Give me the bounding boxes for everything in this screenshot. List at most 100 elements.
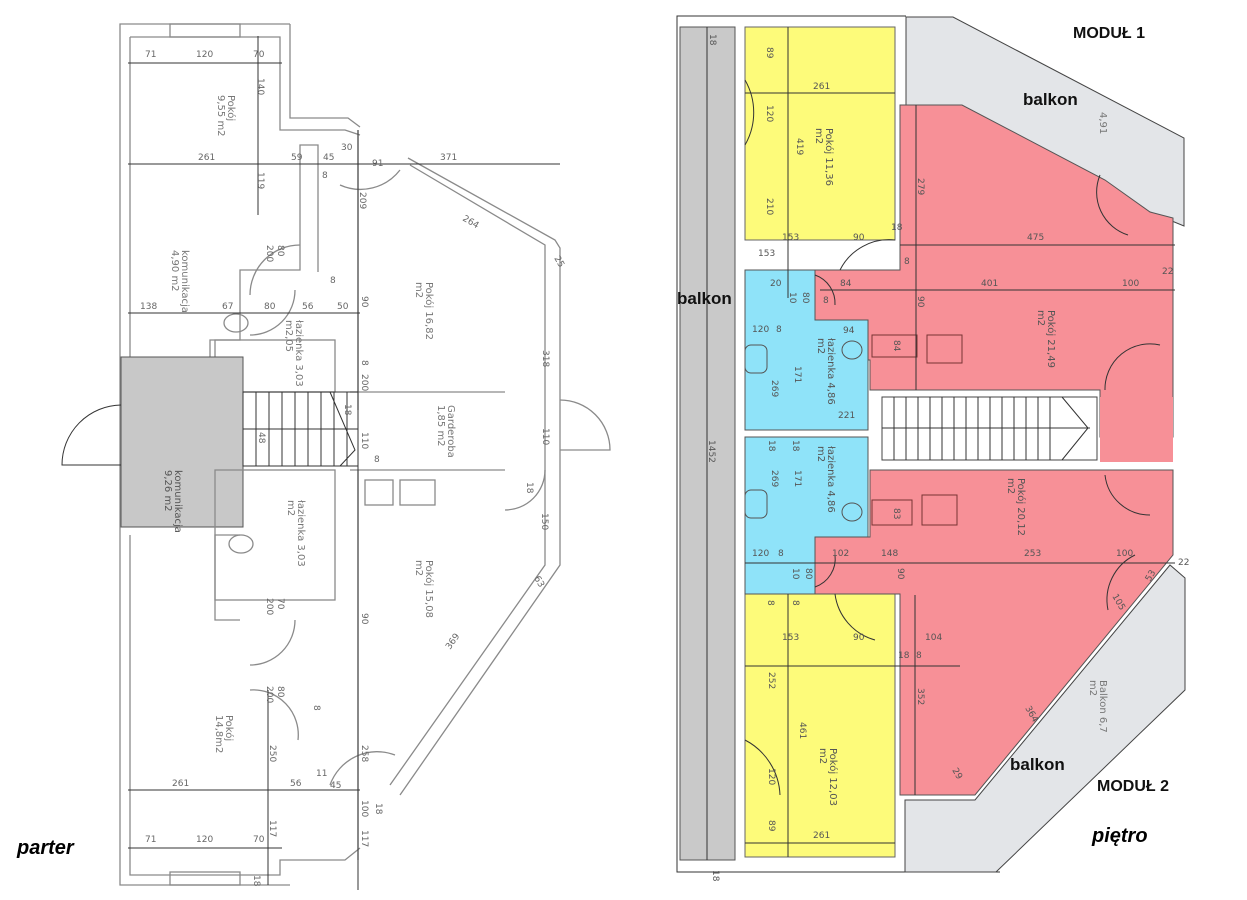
dimension-label: 8 bbox=[790, 600, 800, 606]
dimension-label: 8 bbox=[330, 276, 336, 286]
svg-text:Garderoba: Garderoba bbox=[445, 405, 456, 458]
dimension-label: 89 bbox=[766, 820, 776, 832]
entrance-door bbox=[61, 404, 122, 466]
dimension-label: 120 bbox=[196, 835, 213, 845]
dimension-label: 90 bbox=[915, 296, 925, 308]
dimension-label: 18 bbox=[710, 870, 720, 882]
wall bbox=[407, 157, 561, 470]
dimension-label: 18 bbox=[251, 875, 261, 887]
dimension-label: 70 bbox=[253, 50, 265, 60]
door-arc bbox=[504, 469, 546, 511]
wall bbox=[389, 470, 546, 786]
pietro-outer-wall bbox=[676, 15, 1000, 873]
wall bbox=[409, 164, 546, 470]
svg-text:Balkon 6,7: Balkon 6,7 bbox=[1097, 680, 1108, 733]
dimension-label: 8 bbox=[311, 705, 321, 711]
dimension-label: 252 bbox=[766, 672, 776, 689]
door-arc bbox=[339, 169, 401, 191]
svg-text:m2: m2 bbox=[413, 560, 424, 576]
dimension-label: 104 bbox=[925, 633, 942, 643]
dimension-label: 8 bbox=[904, 257, 910, 267]
toilet-icon bbox=[841, 502, 863, 522]
stove-icon bbox=[926, 334, 963, 364]
dimension-label: 8 bbox=[916, 651, 922, 661]
door-arc bbox=[744, 79, 755, 146]
svg-text:m2: m2 bbox=[1005, 478, 1016, 494]
dimension-label: 140 bbox=[255, 78, 265, 95]
stairs bbox=[242, 391, 359, 467]
door-arc bbox=[249, 689, 299, 741]
dimension-label: 419 bbox=[794, 138, 804, 155]
dimension-label: 80 bbox=[800, 292, 810, 304]
dimension-label: 153 bbox=[782, 233, 799, 243]
svg-text:Pokój 16,82: Pokój 16,82 bbox=[423, 282, 435, 340]
dimension-label: 120 bbox=[752, 325, 769, 335]
svg-text:m2: m2 bbox=[815, 338, 826, 354]
dimension-label: 250 bbox=[267, 745, 277, 762]
svg-text:1,85 m2: 1,85 m2 bbox=[435, 405, 446, 447]
dimension-label: 22 bbox=[1162, 267, 1173, 277]
dimension-label: 369 bbox=[444, 632, 462, 652]
room-pokoj-12-03 bbox=[744, 593, 896, 858]
dimension-label: 8 bbox=[765, 600, 775, 606]
room-label-pokoj-9-55: Pokój 9,55 m2 bbox=[215, 95, 237, 137]
svg-text:m2: m2 bbox=[1035, 310, 1046, 326]
sink-icon bbox=[871, 334, 918, 358]
room-label-balkon-6-7: Balkon 6,7 m2 bbox=[1087, 680, 1108, 733]
svg-text:łazienka 3,03: łazienka 3,03 bbox=[293, 320, 304, 387]
sink-icon bbox=[364, 479, 394, 506]
room-label-pokoj-14-8: Pokój 14,8m2 bbox=[213, 715, 235, 753]
balcony-label-bottom: balkon bbox=[1010, 755, 1065, 774]
dimension-label: 102 bbox=[832, 549, 849, 559]
dimension-label: 120 bbox=[766, 768, 776, 785]
communication-block bbox=[120, 356, 244, 528]
wall bbox=[399, 470, 561, 796]
door-arc bbox=[329, 751, 396, 786]
dimension-label: 18 bbox=[342, 404, 352, 416]
dimension-label: 71 bbox=[145, 835, 156, 845]
pietro-labels: Pokój 11,36 m2 Pokój 21,49 m2 łazienka 4… bbox=[677, 25, 1169, 847]
dimension-label: 261 bbox=[198, 153, 215, 163]
svg-text:Pokój 12,03: Pokój 12,03 bbox=[827, 748, 839, 806]
svg-text:m2: m2 bbox=[815, 446, 826, 462]
dimension-label: 18 bbox=[766, 440, 776, 452]
dimension-label: 8 bbox=[778, 549, 784, 559]
dimension-label: 84 bbox=[891, 340, 901, 352]
dimension-label: 200 bbox=[264, 245, 274, 262]
door-arc bbox=[1104, 474, 1151, 516]
door-arc bbox=[249, 619, 296, 666]
dimension-label: 80 bbox=[264, 302, 276, 312]
dimension-label: 110 bbox=[359, 432, 369, 449]
room-label-pokoj-12-03: Pokój 12,03 m2 bbox=[817, 748, 839, 806]
dimension-label: 153 bbox=[758, 249, 775, 259]
svg-text:m2: m2 bbox=[1087, 680, 1098, 696]
wall bbox=[289, 24, 361, 128]
dimension-label: 18 bbox=[790, 440, 800, 452]
dimension-label: 90 bbox=[853, 233, 865, 243]
dimension-label: 210 bbox=[764, 198, 774, 215]
dimension-label: 11 bbox=[316, 769, 327, 779]
dimension-label: 56 bbox=[302, 302, 314, 312]
dimension-label: 80 bbox=[275, 686, 285, 698]
dimension-label: 8 bbox=[823, 296, 829, 306]
svg-text:Pokój 21,49: Pokój 21,49 bbox=[1045, 310, 1057, 368]
svg-text:Pokój 20,12: Pokój 20,12 bbox=[1015, 478, 1027, 536]
parter-dimensions: 71 120 70 140 261 59 45 30 91 371 119 8 … bbox=[140, 50, 566, 887]
dimension-label: 20 bbox=[770, 279, 782, 289]
svg-text:komunikacja: komunikacja bbox=[179, 250, 190, 313]
door-arc bbox=[814, 554, 836, 588]
svg-text:m2,05: m2,05 bbox=[283, 320, 294, 352]
window bbox=[169, 23, 241, 38]
dimension-label: 30 bbox=[341, 143, 353, 153]
dimension-label: 90 bbox=[359, 296, 369, 308]
door-arc bbox=[1104, 343, 1161, 391]
dimension-label: 56 bbox=[290, 779, 302, 789]
dimension-label: 261 bbox=[813, 831, 830, 841]
door-arc bbox=[744, 739, 781, 796]
room-label-lazienka: łazienka 3,03 m2,05 bbox=[283, 320, 304, 387]
svg-text:m2: m2 bbox=[285, 500, 296, 516]
washbasin-icon bbox=[744, 489, 768, 519]
room-label-komunikacja-main: komunikacja 9,26 m2 bbox=[162, 470, 183, 533]
dimension-label: 1452 bbox=[706, 440, 716, 463]
